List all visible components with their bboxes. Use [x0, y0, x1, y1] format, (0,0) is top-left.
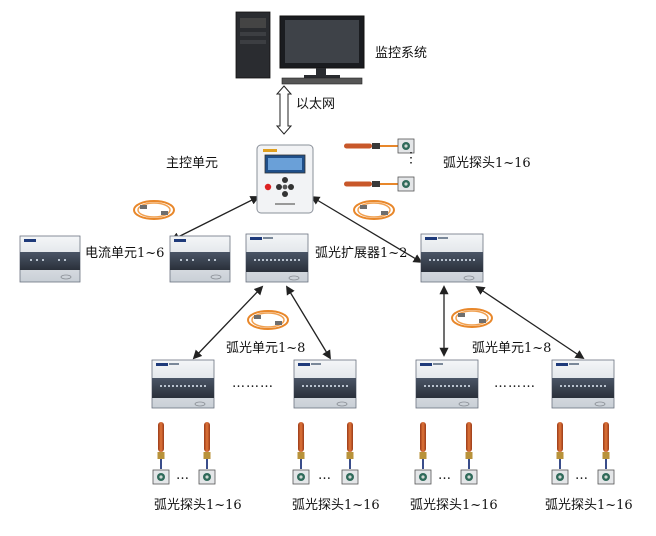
arrow-exp2-to-unit4 [475, 285, 585, 360]
main-control-unit-device [256, 144, 314, 214]
arrow-exp1-to-unit1 [192, 285, 264, 360]
ethernet-arrow [275, 85, 293, 135]
ellipsis-units-left: ……… [232, 376, 274, 391]
fiber-coil-mid-left [247, 310, 289, 330]
current-unit-device-1 [19, 235, 81, 283]
arc-probe-top-label: 弧光探头1~16 [443, 156, 531, 171]
fiber-coil-right [353, 200, 395, 220]
ellipsis-probes-2: … [318, 468, 332, 483]
fiber-coil-mid-right [451, 308, 493, 328]
vertical-ellipsis: ⋮ [404, 150, 419, 166]
arc-probe-label-2: 弧光探头1~16 [292, 498, 380, 513]
arc-unit-left-label: 弧光单元1~8 [226, 341, 306, 356]
ellipsis-units-right: ……… [494, 376, 536, 391]
arc-expander-label: 弧光扩展器1~2 [315, 246, 408, 261]
arc-unit-device-3 [415, 359, 479, 409]
connection-arrows [170, 85, 585, 360]
current-unit-label: 电流单元1~6 [85, 246, 165, 261]
bottom-probe-groups [152, 422, 615, 485]
arrow-main-to-current [170, 196, 260, 241]
arc-probe-label-4: 弧光探头1~16 [545, 498, 633, 513]
ellipsis-probes-3: … [438, 468, 452, 483]
arc-unit-device-2 [293, 359, 357, 409]
ellipsis-probes-4: … [575, 468, 589, 483]
arc-unit-device-1 [151, 359, 215, 409]
arrow-exp1-to-unit2 [286, 285, 331, 360]
monitor-system-label: 监控系统 [375, 46, 428, 61]
ellipsis-probes-1: … [176, 468, 190, 483]
arrow-main-to-expander [310, 196, 423, 263]
arc-expander-device-2 [420, 233, 484, 283]
main-control-unit-label: 主控单元 [166, 156, 219, 171]
arc-unit-device-4 [551, 359, 615, 409]
fiber-coil-left [133, 200, 175, 220]
ethernet-label: 以太网 [296, 97, 336, 112]
current-unit-device-2 [169, 235, 231, 283]
arc-unit-right-label: 弧光单元1~8 [472, 341, 552, 356]
arc-probe-label-3: 弧光探头1~16 [410, 498, 498, 513]
arc-expander-device-1 [245, 233, 309, 283]
arc-probe-label-1: 弧光探头1~16 [154, 498, 242, 513]
monitor-computer [235, 11, 365, 85]
